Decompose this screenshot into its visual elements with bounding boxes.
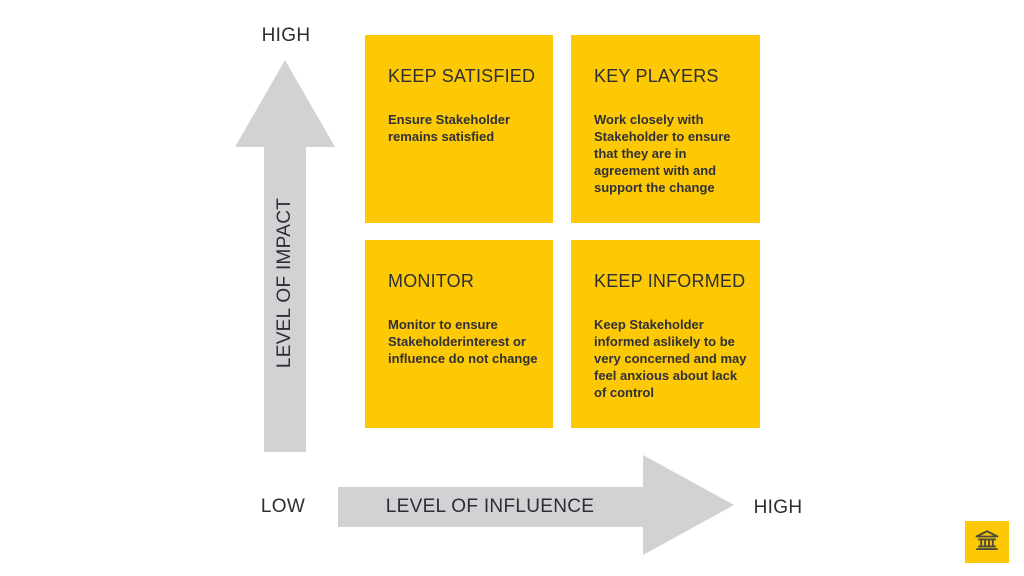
quadrant-title: MONITOR <box>388 271 475 291</box>
quadrant-description: Ensure Stakeholder remains satisfied <box>388 112 511 144</box>
quadrant-keep-informed: KEEP INFORMED Keep Stakeholder informed … <box>571 240 760 428</box>
quadrant-monitor: MONITOR Monitor to ensure Stakeholderint… <box>365 240 553 428</box>
logo-badge <box>965 521 1009 563</box>
right-arrow-icon <box>643 455 734 555</box>
y-axis-label: LEVEL OF IMPACT <box>274 197 295 369</box>
classical-building-icon <box>973 526 1001 559</box>
quadrant-description: Keep Stakeholder informed aslikely to be… <box>594 317 747 400</box>
quadrant-description: Monitor to ensure Stakeholderinterest or… <box>388 317 538 366</box>
quadrant-key-players: KEY PLAYERS Work closely with Stakeholde… <box>571 35 760 223</box>
up-arrow-icon <box>235 60 335 147</box>
quadrant-title: KEY PLAYERS <box>594 66 719 86</box>
quadrant-title: KEEP INFORMED <box>594 271 746 291</box>
x-axis-label: LEVEL OF INFLUENCE <box>385 496 595 517</box>
quadrant-title: KEEP SATISFIED <box>388 66 536 86</box>
y-axis-shaft <box>264 146 306 452</box>
y-axis-high-label: HIGH <box>261 25 311 46</box>
x-axis-high-label: HIGH <box>753 497 803 518</box>
quadrant-description: Work closely with Stakeholder to ensure … <box>594 112 731 195</box>
x-axis-shaft <box>338 487 643 527</box>
x-axis-low-label: LOW <box>260 496 306 517</box>
quadrant-keep-satisfied: KEEP SATISFIED Ensure Stakeholder remain… <box>365 35 553 223</box>
